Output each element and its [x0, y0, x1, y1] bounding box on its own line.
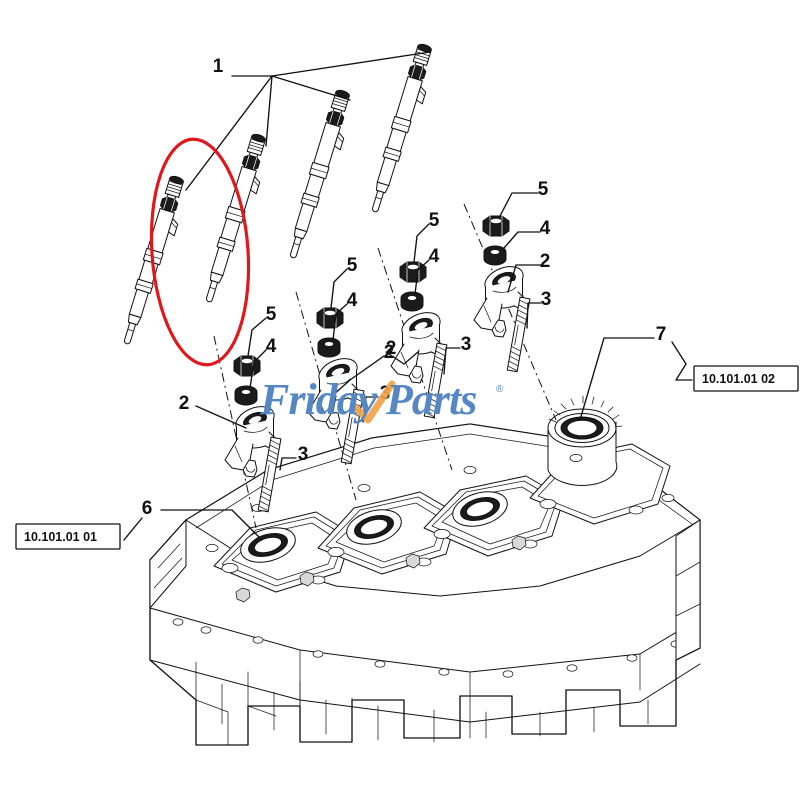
- callout-4a[interactable]: 4: [266, 336, 277, 357]
- head-pod-group: [213, 395, 671, 593]
- rocker-assembly-3: [390, 261, 448, 419]
- callout-2b[interactable]: 2: [384, 342, 395, 363]
- rocker-assembly-4: [473, 215, 531, 373]
- callout-3a[interactable]: 3: [298, 444, 309, 465]
- callout-5a[interactable]: 5: [266, 304, 277, 325]
- highlight-ellipse: [149, 137, 251, 367]
- callout-1[interactable]: 1: [213, 56, 224, 77]
- injector-bore-pod: [529, 395, 671, 525]
- cylinder-head-assembly: [149, 395, 701, 746]
- callout-7[interactable]: 7: [656, 324, 667, 345]
- callout-5b[interactable]: 5: [347, 255, 358, 276]
- callout-3b[interactable]: 3: [380, 383, 391, 404]
- reference-box-left[interactable]: 10.101.01 01: [15, 523, 121, 550]
- injector-group: [117, 42, 440, 349]
- injector-2: [199, 132, 274, 307]
- callout-4d[interactable]: 4: [540, 218, 551, 239]
- rocker-assembly-2: [307, 307, 365, 465]
- leader-lines: [123, 51, 693, 541]
- callout-3c[interactable]: 3: [461, 334, 472, 355]
- injector-4: [365, 42, 440, 217]
- reference-box-right[interactable]: 10.101.01 02: [693, 365, 799, 392]
- callout-5d[interactable]: 5: [538, 179, 549, 200]
- injector-3: [283, 88, 358, 263]
- reference-box-left-label: 10.101.01 01: [24, 530, 97, 544]
- callout-3d[interactable]: 3: [541, 289, 552, 310]
- callout-6[interactable]: 6: [142, 498, 153, 519]
- callout-4c[interactable]: 4: [429, 246, 440, 267]
- callout-5c[interactable]: 5: [429, 210, 440, 231]
- reference-box-right-label: 10.101.01 02: [702, 372, 775, 386]
- callout-2d[interactable]: 2: [540, 251, 551, 272]
- callout-2a[interactable]: 2: [179, 393, 190, 414]
- callout-2c[interactable]: 2: [386, 338, 397, 359]
- callout-4b[interactable]: 4: [347, 290, 358, 311]
- callout-numbers: 1 5 4 2 3 5 4 2 3 5 4 2 3 5 4 2 3 6 7: [142, 56, 667, 519]
